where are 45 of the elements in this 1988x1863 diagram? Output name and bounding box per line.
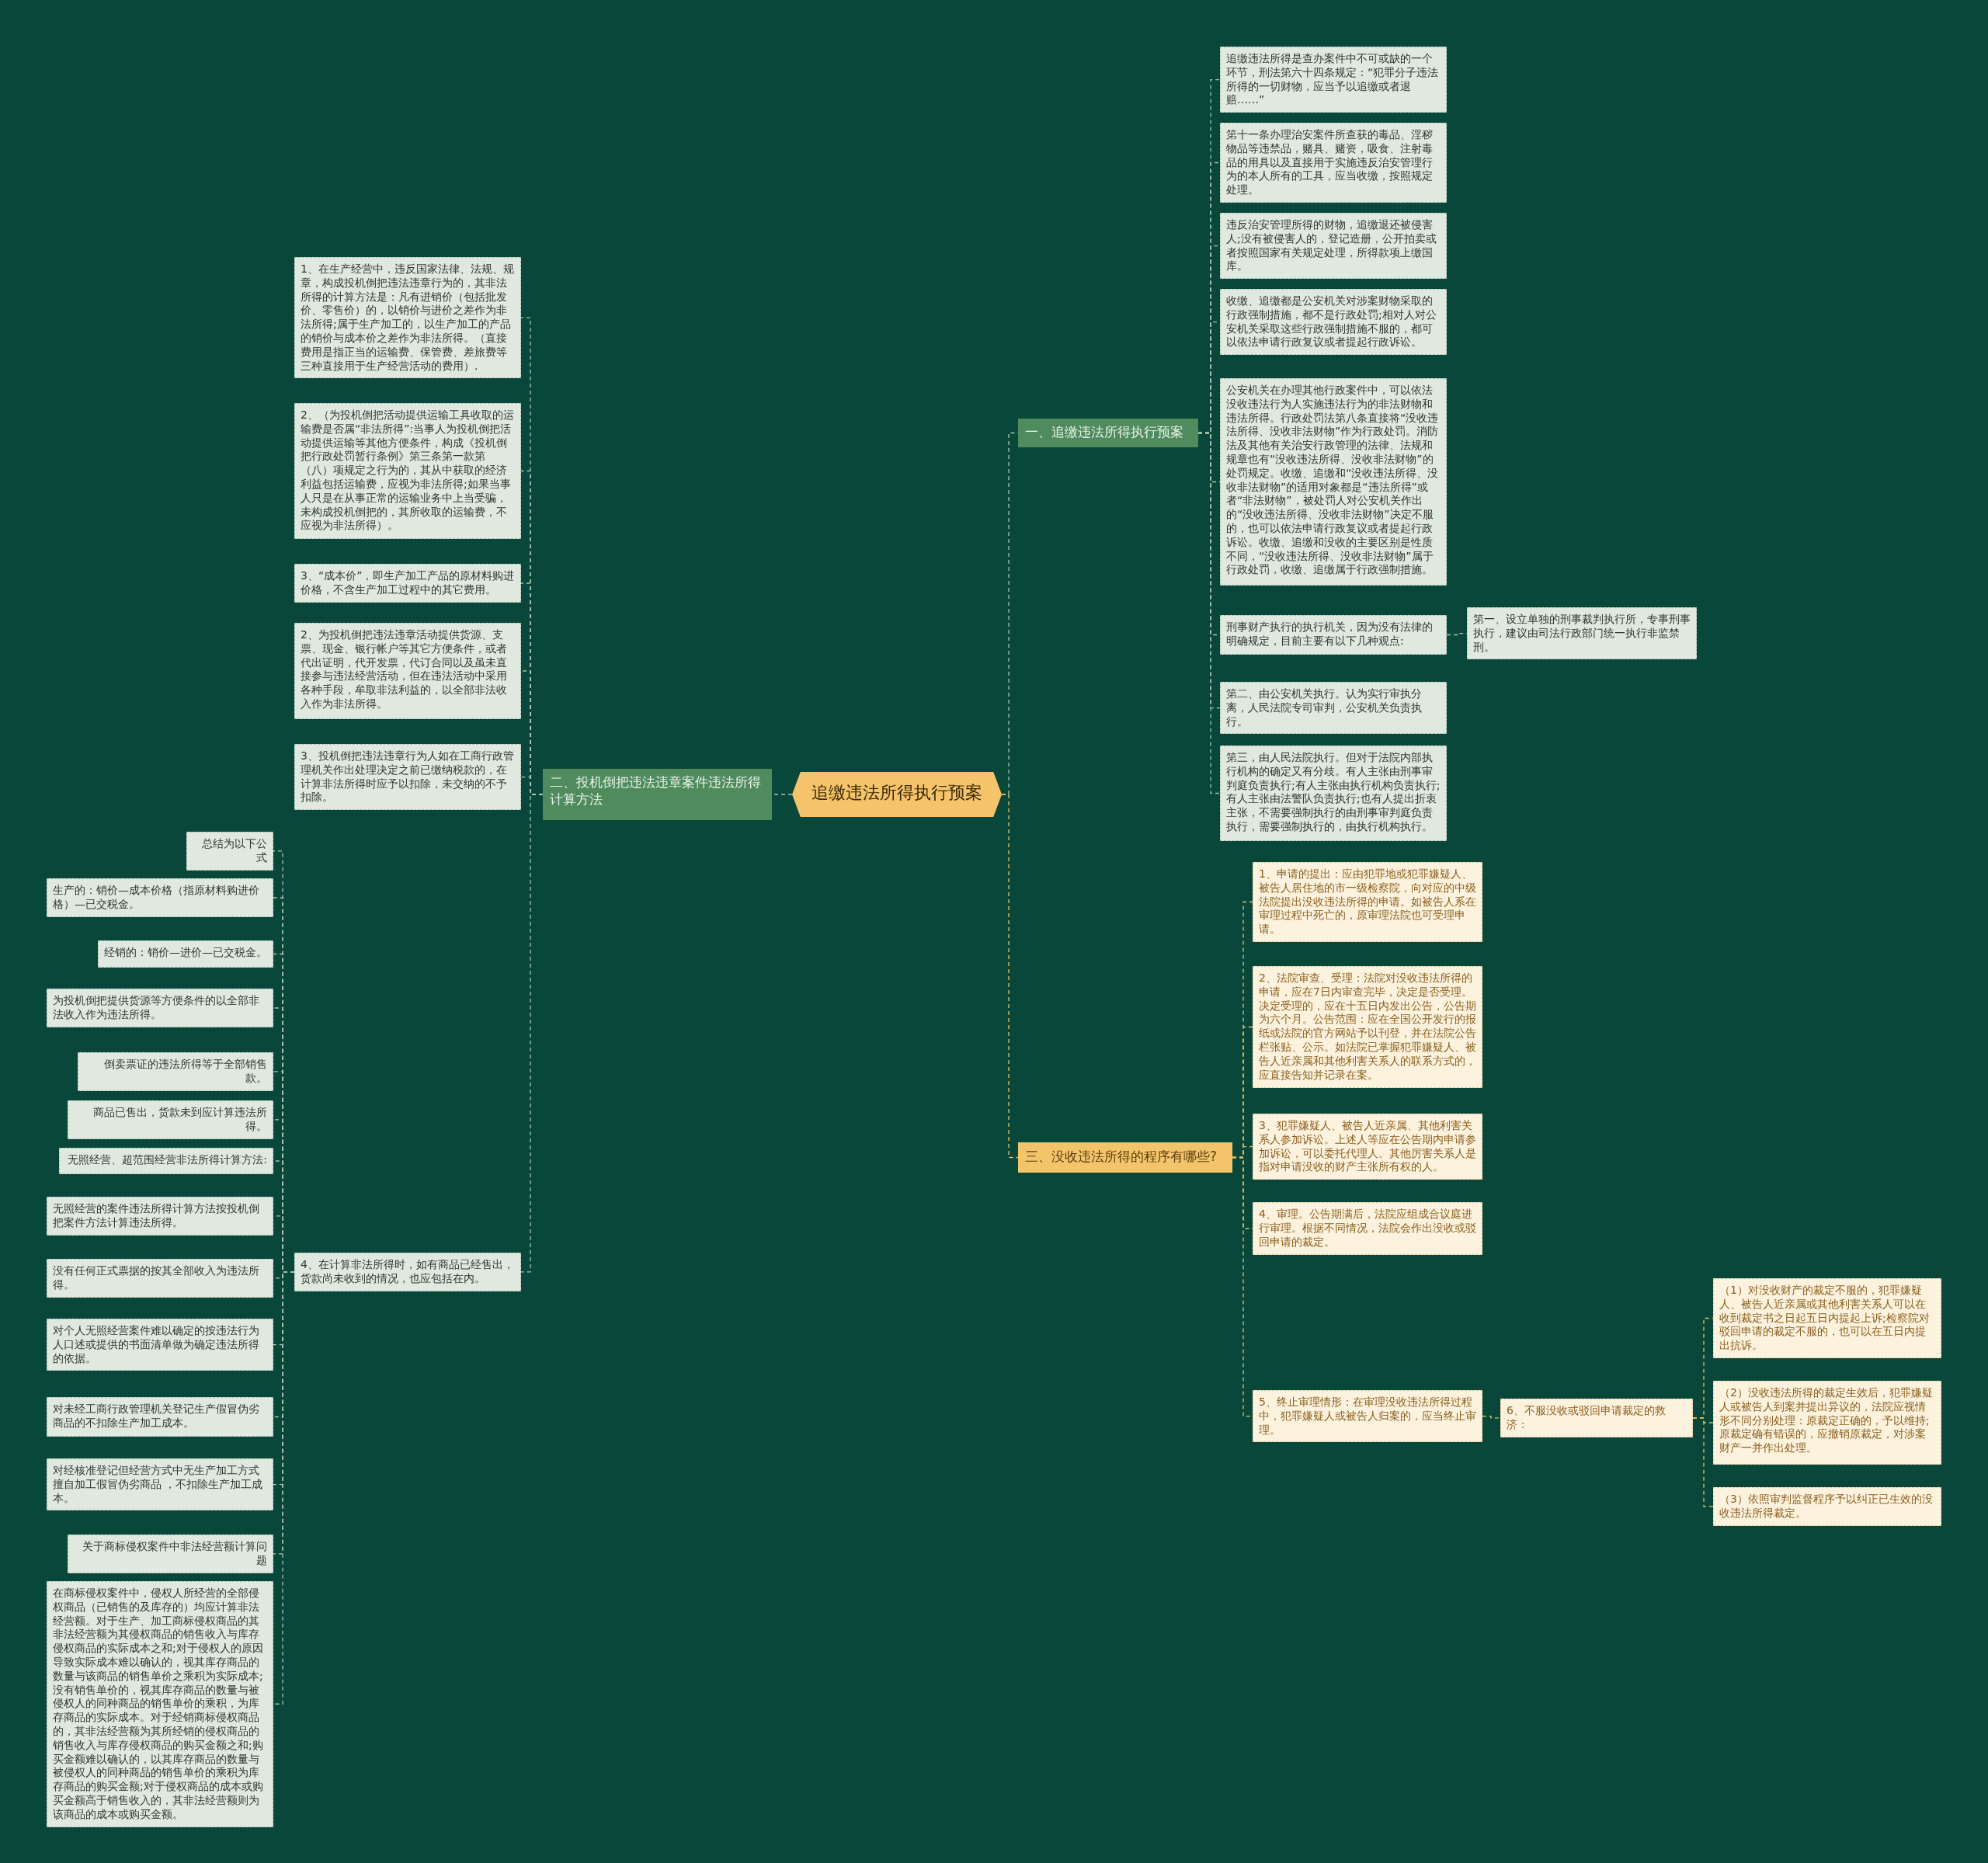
note-card: 4、在计算非法所得时，如有商品已经售出，货款尚未收到的情况，也应包括在内。 (294, 1253, 521, 1291)
note-card: 刑事财产执行的执行机关，因为没有法律的明确规定，目前主要有以下几种观点: (1220, 615, 1447, 655)
note-card: 经销的：销价—进价—已交税金。 (98, 940, 273, 968)
note-card: 公安机关在办理其他行政案件中，可以依法没收违法行为人实施违法行为的非法财物和违法所得。行政处罚法第八条直接将“没收违法所得、没收非法财物”作为行政处罚。消防法及其他有关治安行政管理的法律、法规和规章也有“没收违法所得、没收非法财物”的处罚规定。收缴、追缴和“没收违法所得、没收非法财物”的适用对象都是“违法所得”或者“非法财物”，被处罚人对公安机关作出的“没收违法所得、没收非法财物”决定不服的，也可以依法申请行政复议或者提起行政诉讼。收缴、追缴和没收的主要区别是性质不同，“没收违法所得、没收非法财物”属于行政处罚，收缴、追缴属于行政强制措施。 (1220, 378, 1447, 586)
note-card: 无照经营、超范围经营非法所得计算方法: (59, 1148, 273, 1174)
note-card: （2）没收违法所得的裁定生效后，犯罪嫌疑人或被告人到案并提出异议的，法院应视情形不同分别处理：原裁定正确的，予以维持;原裁定确有错误的，应撤销原裁定，对涉案财产一并作出处理。 (1713, 1381, 1941, 1465)
note-card: 商品已售出，货款未到应计算违法所得。 (68, 1100, 273, 1139)
note-card: 2、（为投机倒把活动提供运输工具收取的运输费是否属“非法所得”:当事人为投机倒把活动提供运输等其他方便条件，构成《投机倒把行政处罚暂行条例》第三条第一款第（八）项规定之行为的，其从中获取的经济利益包括运输费，应视为非法所得;如果当事人只是在从事正常的运输业务中上当受骗，未构成投机倒把的，其所收取的运输费，不应视为非法所得）。 (294, 403, 521, 539)
note-card: 5、终止审理情形：在审理没收违法所得过程中，犯罪嫌疑人或被告人归案的，应当终止审理。 (1253, 1390, 1482, 1443)
connector-line (1692, 1417, 1714, 1507)
note-card: （1）对没收财产的裁定不服的，犯罪嫌疑人、被告人近亲属或其他利害关系人可以在收到裁定书之日起五日内提起上诉;检察院对驳回申请的裁定不服的，也可以在五日内提出抗诉。 (1713, 1278, 1941, 1358)
central-topic: 追缴违法所得执行预案 (792, 772, 1002, 817)
note-card: 3、犯罪嫌疑人、被告人近亲属、其他利害关系人参加诉讼。上述人等应在公告期内申请参加诉讼，可以委托代理人。其他厉害关系人是指对申请没收的财产主张所有权的人。 (1253, 1114, 1482, 1180)
note-card: 2、法院审查、受理：法院对没收违法所得的申请，应在7日内审查完毕，决定是否受理。决定受理的，应在十五日内发出公告，公告期为六个月。公告范围：应在全国公开发行的报纸或法院的官方网站予以刊登，并在法院公告栏张贴、公示。如法院已掌握犯罪嫌疑人、被告人近亲属和其他利害关系人的联系方式的，应直接告知并记录在案。 (1253, 966, 1482, 1088)
note-card: 总结为以下公式 (186, 832, 273, 871)
note-card: 无照经营的案件违法所得计算方法按投机倒把案件方法计算违法所得。 (47, 1197, 273, 1236)
note-card: 为投机倒把提供货源等方便条件的以全部非法收入作为违法所得。 (47, 989, 273, 1027)
note-card: 没有任何正式票据的按其全部收入为违法所得。 (47, 1259, 273, 1298)
branch-topic: 二、投机倒把违法违章案件违法所得计算方法 (543, 769, 772, 820)
note-card: 对经核准登记但经营方式中无生产加工方式擅自加工假冒伪劣商品 ，不扣除生产加工成本。 (47, 1458, 273, 1511)
note-card: 对未经工商行政管理机关登记生产假冒伪劣商品的不扣除生产加工成本。 (47, 1397, 273, 1437)
note-card: 第三，由人民法院执行。但对于法院内部执行机构的确定又有分歧。有人主张由刑事审判庭负责执行;有人主张由执行机构负责执行;有人主张由法警队负责执行;也有人提出折衷主张，不需要强制执行的由刑事审判庭负责执行，需要强制执行的，由执行机构执行。 (1220, 746, 1447, 841)
connector-line (1001, 794, 1019, 1159)
note-card: 追缴违法所得是查办案件中不可或缺的一个环节，刑法第六十四条规定：“犯罪分子违法所得的一切财物，应当予以追缴或者退赔……” (1220, 47, 1447, 113)
connector-line (1482, 1416, 1501, 1419)
note-card: 倒卖票证的违法所得等于全部销售款。 (78, 1052, 273, 1091)
note-card: 关于商标侵权案件中非法经营额计算问题 (68, 1535, 273, 1573)
note-card: 4、审理。公告期满后，法院应组成合议庭进行审理。根据不同情况，法院会作出没收或驳回申请的裁定。 (1253, 1202, 1482, 1255)
branch-topic: 三、没收违法所得的程序有哪些? (1018, 1142, 1232, 1173)
note-card: 违反治安管理所得的财物，追缴退还被侵害人;没有被侵害人的，登记造册，公开拍卖或者按照国家有关规定处理，所得款项上缴国库。 (1220, 213, 1447, 280)
note-card: 1、申请的提出：应由犯罪地或犯罪嫌疑人、被告人居住地的市一级检察院，向对应的中级法院提出没收违法所得的申请。如被告人系在审理过程中死亡的，原审理法院也可受理申请。 (1253, 862, 1482, 942)
note-card: 对个人无照经营案件难以确定的按违法行为人口述或提供的书面清单做为确定违法所得的依据。 (47, 1319, 273, 1371)
note-card: 6、不服没收或驳回申请裁定的救济： (1500, 1399, 1693, 1437)
branch-topic: 一、追缴违法所得执行预案 (1018, 419, 1198, 447)
note-card: 2、为投机倒把违法违章活动提供货源、支票、现金、银行帐户等其它方便条件，或者代出证明，代开发票，代订合同以及虽未直接参与违法经营活动，但在违法活动中采用各种手段，牟取非法利益的，以全部非法收入作为非法所得。 (294, 623, 521, 719)
note-card: 1、在生产经营中，违反国家法律、法规、规章，构成投机倒把违法违章行为的，其非法所得的计算方法是：凡有进销价（包括批发价、零售价）的，以销价与进价之差作为非法所得;属于生产加工的，以生产加工的产品的销价与成本价之差作为非法所得。（直接费用是指正当的运输费、保管费、差旅费等三种直接用于生产经营活动的费用）. (294, 257, 521, 379)
note-card: 在商标侵权案件中，侵权人所经营的全部侵权商品（已销售的及库存的）均应计算非法经营额。对于生产、加工商标侵权商品的其非法经营额为其侵权商品的销售收入与库存侵权商品的实际成本之和;对于侵权人的原因导致实际成本难以确认的，视其库存商品的数量与该商品的销售单价之乘积为实际成本;没有销售单价的，视其库存商品的数量与被侵权人的同种商品的销售单价的乘积，为库存商品的实际成本。对于经销商标侵权商品的，其非法经营额为其所经销的侵权商品的销售收入与库存侵权商品的购买金额之和;购买金额难以确认的，以其库存商品的数量与被侵权人的同种商品的销售单价的乘积为库存商品的购买金额;对于侵权商品的成本或购买金额高于销售收入的，其非法经营额则为该商品的成本或购买金额。 (47, 1581, 273, 1827)
note-card: 第十一条办理治安案件所查获的毒品、淫秽物品等违禁品，赌具、赌资，吸食、注射毒品的用具以及直接用于实施违反治安管理行为的本人所有的工具，应当收缴，按照规定处理。 (1220, 123, 1447, 203)
note-card: 3、“成本价”，即生产加工产品的原材料购进价格，不含生产加工过程中的其它费用。 (294, 564, 521, 603)
note-card: 第二、由公安机关执行。认为实行审执分离，人民法院专司审判，公安机关负责执行。 (1220, 682, 1447, 735)
note-card: （3）依照审判监督程序予以纠正已生效的没收违法所得裁定。 (1713, 1487, 1941, 1526)
note-card: 收缴、追缴都是公安机关对涉案财物采取的行政强制措施，都不是行政处罚;相对人对公安机关采取这些行政强制措施不服的，都可以依法申请行政复议或者提起行政诉讼。 (1220, 289, 1447, 356)
note-card: 3、投机倒把违法违章行为人如在工商行政管理机关作出处理决定之前已缴纳税款的，在计算非法所得时应予以扣除，未交纳的不予扣除。 (294, 744, 521, 811)
note-card: 第一、设立单独的刑事裁判执行所，专事刑事执行，建议由司法行政部门统一执行非监禁刑。 (1467, 607, 1697, 660)
note-card: 生产的：销价—成本价格（指原材料购进价格）—已交税金。 (47, 878, 273, 917)
